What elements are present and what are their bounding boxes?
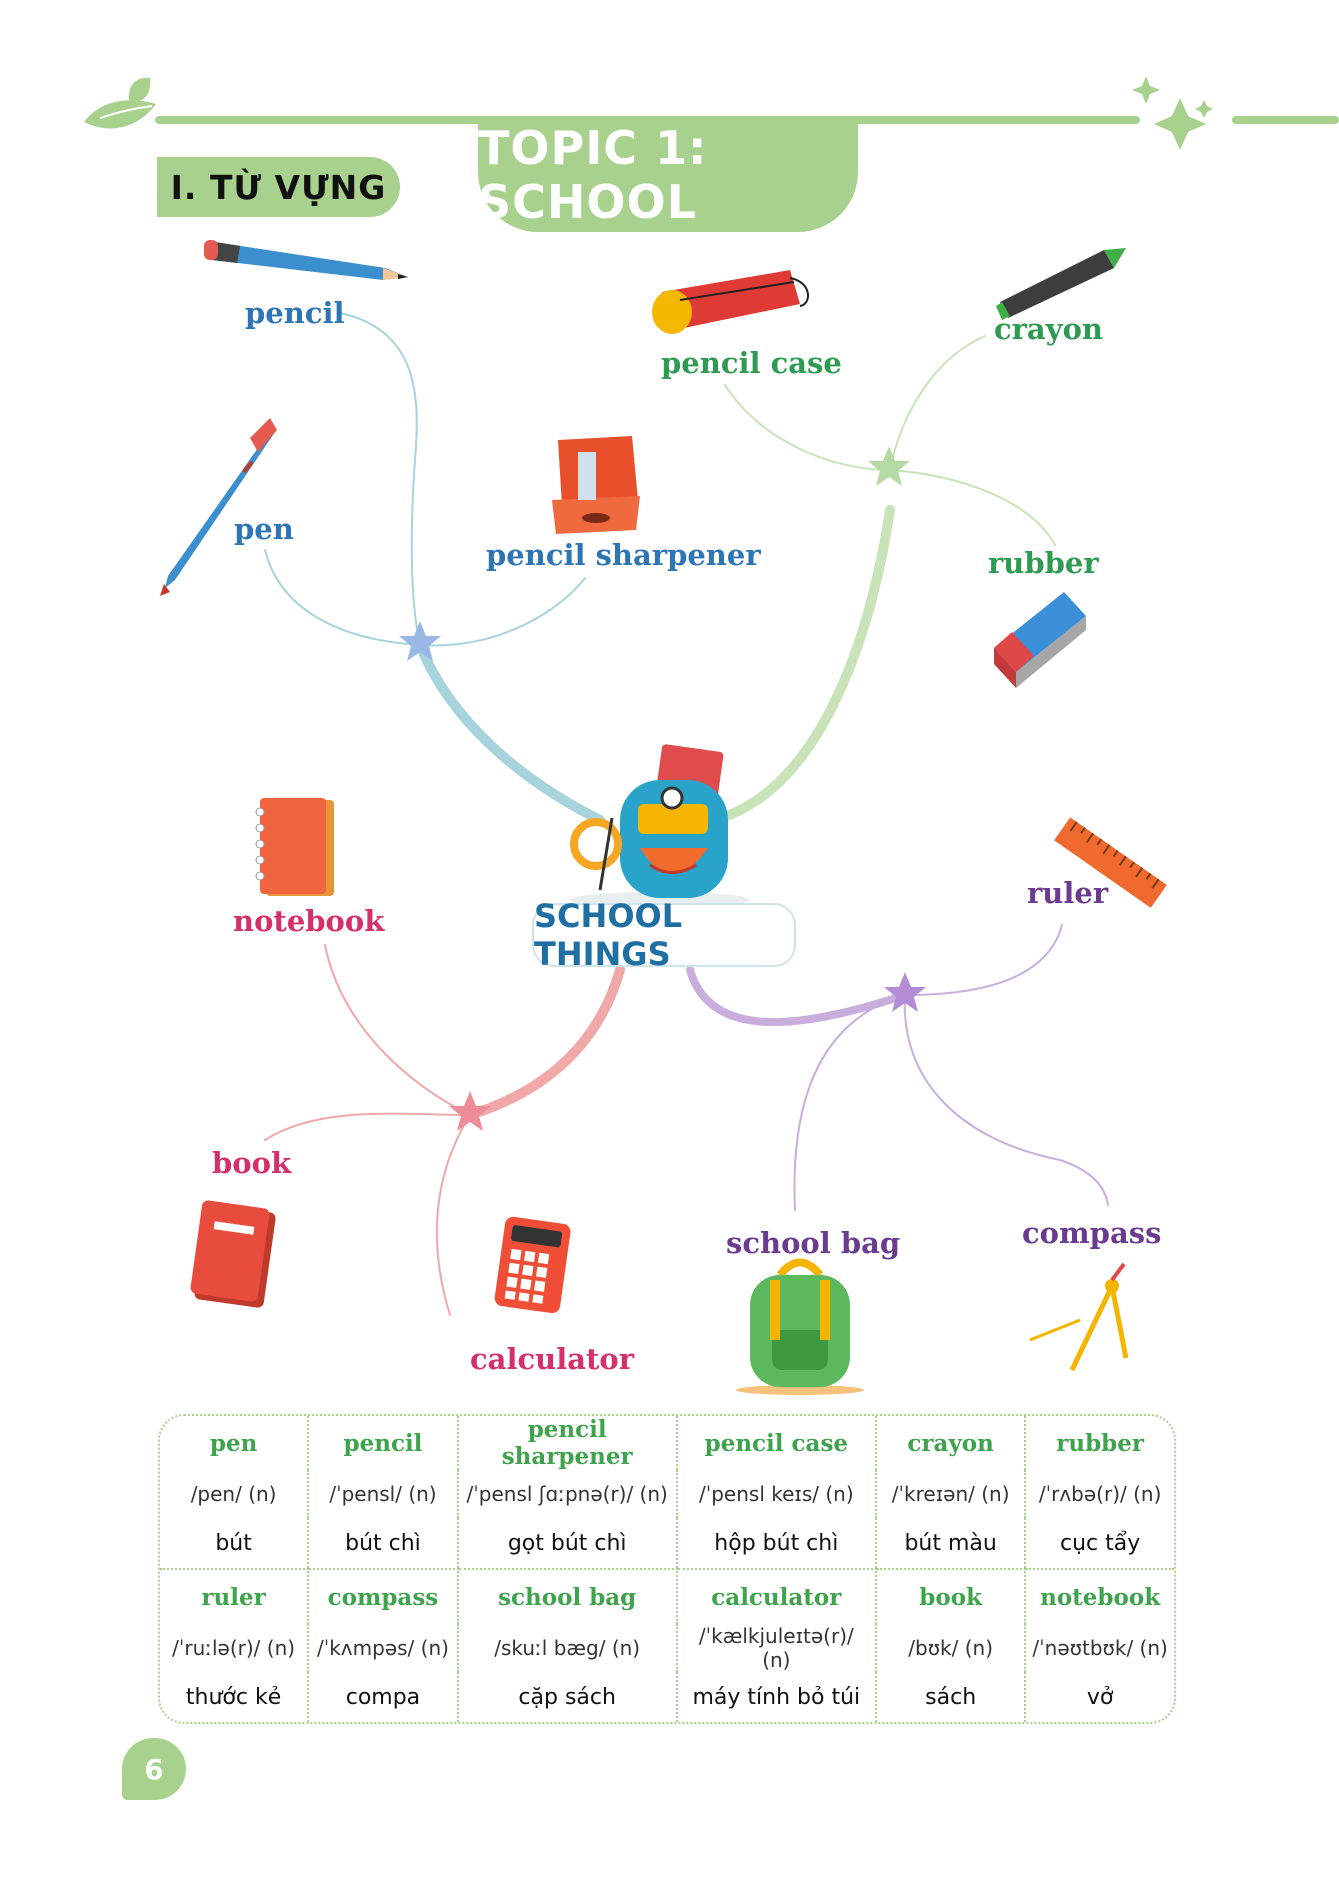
word-cell: crayon (877, 1416, 1027, 1470)
meaning-cell: compa (309, 1672, 459, 1722)
line-pencil (339, 312, 421, 646)
connector-top-left (415, 640, 605, 825)
line-calculator (435, 1114, 471, 1316)
word-cell: pencil (309, 1416, 459, 1470)
ipa-cell: /ˈpensl/ (n) (309, 1470, 459, 1518)
ipa-cell: /ˈkælkjuleɪtə(r)/ (n) (678, 1624, 878, 1672)
line-sharpener (419, 577, 586, 647)
table-row: /ˈruːlə(r)/ (n) /ˈkʌmpəs/ (n) /skuːl bæg… (160, 1624, 1174, 1672)
ipa-cell: /ˈkʌmpəs/ (n) (309, 1624, 459, 1672)
meaning-cell: máy tính bỏ túi (678, 1672, 878, 1722)
connector-bottom-right (686, 966, 909, 1027)
ipa-cell: /pen/ (n) (160, 1470, 310, 1518)
table-row: pen pencil pencil sharpener pencil case … (160, 1416, 1174, 1470)
ipa-cell: /ˈpensl ʃɑːpnə(r)/ (n) (459, 1470, 678, 1518)
meaning-cell: bút màu (877, 1518, 1027, 1568)
line-school-bag (793, 994, 906, 1211)
ruler-icon (1054, 817, 1167, 908)
word-cell: pencil sharpener (459, 1416, 678, 1470)
notebook-icon (255, 798, 334, 896)
table-row: ruler compass school bag calculator book… (160, 1568, 1174, 1624)
label-book: book (212, 1146, 292, 1180)
line-book (264, 1112, 471, 1141)
mind-map-center: SCHOOL THINGS (532, 897, 796, 973)
connector-top-right (710, 505, 895, 825)
calculator-icon (494, 1216, 571, 1314)
meaning-cell: vở (1086, 1684, 1114, 1710)
line-crayon (889, 335, 986, 471)
mind-map: pencil pen pencil sharpener pencil case … (0, 200, 1339, 1400)
word-cell: pen (160, 1416, 310, 1470)
label-school-bag: school bag (726, 1226, 901, 1260)
line-compass (903, 994, 1109, 1206)
crayon-icon (996, 248, 1126, 320)
label-crayon: crayon (994, 312, 1104, 346)
meaning-cell: cặp sách (459, 1672, 678, 1722)
star-icon-blue (399, 621, 441, 661)
label-pencil-case: pencil case (661, 346, 842, 380)
label-rubber: rubber (988, 546, 1099, 580)
rubber-icon (994, 592, 1086, 688)
line-pencil-case (724, 384, 891, 471)
mind-map-graphics (160, 240, 1167, 1395)
book-icon (190, 1200, 276, 1308)
pen-icon (160, 418, 277, 596)
leaf-icon (84, 77, 156, 129)
section-heading: I. TỪ VỰNG (157, 157, 400, 217)
pencil-sharpener-icon (552, 436, 640, 534)
ipa-cell: /ˈkreɪən/ (n) (877, 1470, 1027, 1518)
meaning-cell: gọt bút chì (459, 1518, 678, 1568)
ipa-cell: /ˈruːlə(r)/ (n) (160, 1624, 310, 1672)
label-ruler: ruler (1027, 876, 1109, 910)
table-row: bút bút chì gọt bút chì hộp bút chì bút … (160, 1518, 1174, 1568)
topic-title: TOPIC 1: SCHOOL (478, 118, 858, 232)
word-cell: notebook (1026, 1568, 1174, 1624)
meaning-cell: sách (877, 1672, 1027, 1722)
backpack-illustration (570, 744, 750, 908)
table-row: thước kẻ compa cặp sách máy tính bỏ túi … (160, 1672, 1174, 1722)
meaning-cell: bút chì (309, 1518, 459, 1568)
ipa-cell: /skuːl bæg/ (n) (459, 1624, 678, 1672)
ipa-cell: /bʊk/ (n) (877, 1624, 1027, 1672)
word-cell: rubber (1056, 1429, 1145, 1457)
line-rubber (889, 469, 1056, 546)
label-pen: pen (234, 512, 294, 546)
table-row: /pen/ (n) /ˈpensl/ (n) /ˈpensl ʃɑːpnə(r)… (160, 1470, 1174, 1518)
vocabulary-table: pen pencil pencil sharpener pencil case … (158, 1414, 1176, 1724)
meaning-cell: cục tẩy (1060, 1530, 1141, 1556)
word-cell: pencil case (678, 1416, 878, 1470)
label-pencil: pencil (245, 296, 345, 330)
line-pen (264, 549, 421, 646)
connector-bottom-left (465, 965, 625, 1120)
word-cell: compass (309, 1568, 459, 1624)
label-compass: compass (1022, 1216, 1162, 1250)
label-notebook: notebook (233, 904, 385, 938)
word-cell: calculator (677, 1568, 878, 1624)
ipa-cell: /ˈnəʊtbʊk/ (n) (1032, 1636, 1168, 1660)
pencil-icon (204, 240, 408, 280)
page-number: 6 (122, 1738, 186, 1800)
ipa-cell: /ˈrʌbə(r)/ (n) (1038, 1482, 1162, 1506)
meaning-cell: thước kẻ (160, 1672, 310, 1722)
word-cell: book (877, 1568, 1027, 1624)
label-pencil-sharpener: pencil sharpener (486, 538, 761, 572)
meaning-cell: hộp bút chì (678, 1518, 878, 1568)
star-icon-green (868, 446, 910, 486)
line-notebook (324, 944, 471, 1116)
pencil-case-icon (652, 270, 809, 334)
star-icon-purple (884, 972, 926, 1012)
label-calculator: calculator (470, 1342, 635, 1376)
word-cell: school bag (458, 1568, 678, 1624)
compass-icon (1029, 1262, 1129, 1372)
ipa-cell: /ˈpensl keɪs/ (n) (678, 1470, 878, 1518)
school-bag-icon (736, 1258, 864, 1395)
line-ruler (904, 924, 1063, 996)
sparkle-icon (1132, 76, 1213, 150)
star-icon-pink (449, 1091, 491, 1131)
meaning-cell: bút (160, 1518, 310, 1568)
word-cell: ruler (160, 1568, 310, 1624)
